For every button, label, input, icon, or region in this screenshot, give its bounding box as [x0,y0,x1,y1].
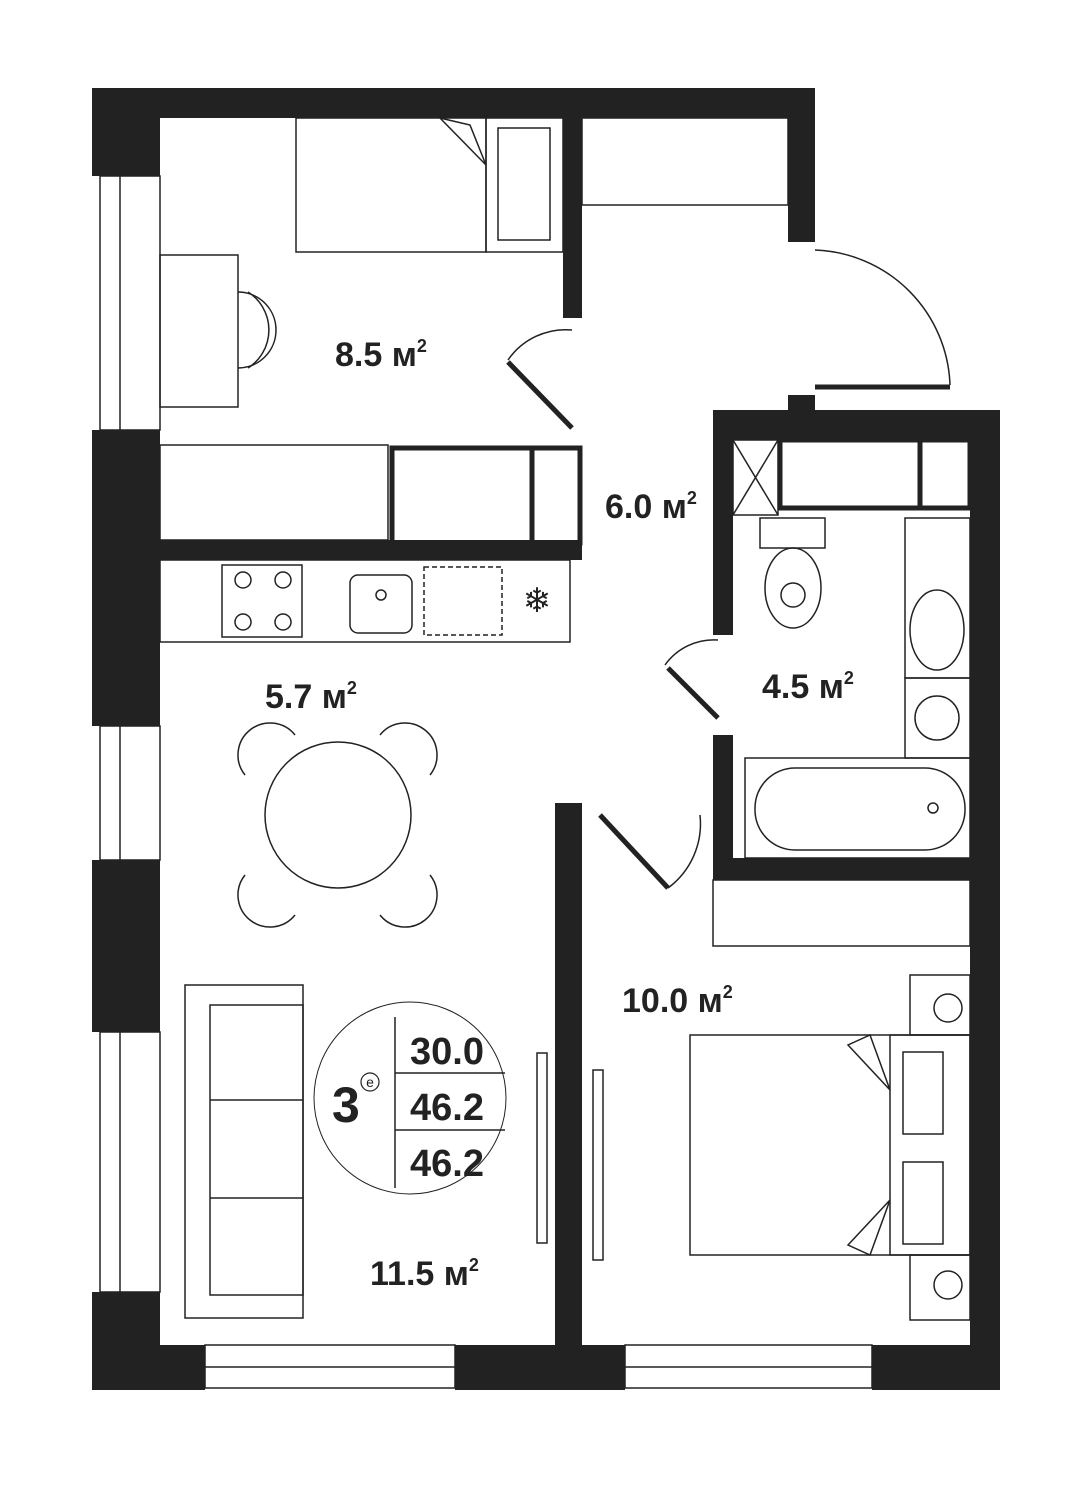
rooms-count: 3 [332,1077,360,1133]
room-area-living-room: 11.5 м2 [370,1255,479,1293]
room-labels: 8.5 м2 6.0 м2 5.7 м2 4.5 м2 10.0 м2 11.5… [265,336,854,1293]
furniture: ❄ [159,116,971,1321]
total-area-with-balcony: 46.2 [410,1143,484,1185]
living-area: 30.0 [410,1031,484,1073]
total-area: 46.2 [410,1087,484,1129]
room-area-hallway: 6.0 м2 [605,488,697,526]
walls [92,88,1000,1390]
room-area-bedroom-large: 10.0 м2 [622,982,733,1020]
room-area-bathroom: 4.5 м2 [762,668,854,706]
windows [99,175,873,1389]
room-area-bedroom-small: 8.5 м2 [335,336,427,374]
doors [506,249,951,1261]
apartment-badge: 3 е 30.0 46.2 46.2 [332,1031,484,1185]
rooms-suffix: е [366,1074,374,1090]
room-area-kitchen: 5.7 м2 [265,678,357,716]
svg-text:❄: ❄ [523,583,552,620]
